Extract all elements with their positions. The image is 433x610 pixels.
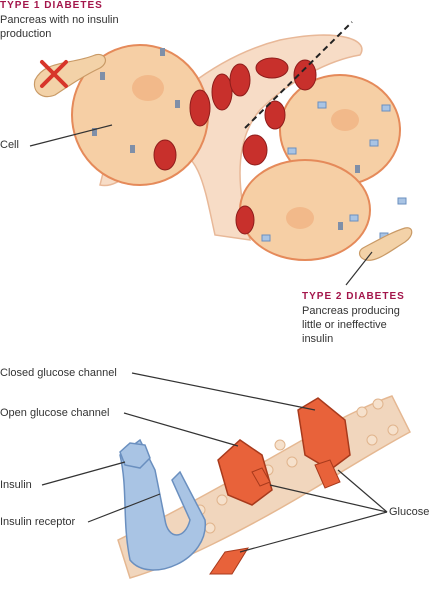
cell-left-nucleus xyxy=(132,75,164,101)
pancreas-type2 xyxy=(359,227,413,261)
closed-glucose-channel xyxy=(297,397,351,471)
glucose-molecule-1 xyxy=(314,459,341,489)
insulin-molecules xyxy=(261,101,407,242)
cell-label: Cell xyxy=(0,139,19,151)
type1-desc-line2: production xyxy=(0,28,52,40)
leader-lines xyxy=(29,124,388,553)
leader-cell xyxy=(29,124,113,147)
leader-open-channel xyxy=(123,412,239,447)
leader-glucose-3 xyxy=(239,511,388,553)
glucose-molecule-2 xyxy=(251,467,271,487)
open-glucose-channel xyxy=(217,439,273,506)
leader-glucose-2 xyxy=(269,484,388,513)
pancreas-type1 xyxy=(33,53,107,98)
glucose-molecule-3 xyxy=(209,547,250,575)
leader-glucose-1 xyxy=(337,469,388,513)
cell-right-nucleus-1 xyxy=(331,109,359,131)
type2-desc-line3: insulin xyxy=(302,333,334,345)
upper-illustration xyxy=(33,21,413,261)
insulin-receptor xyxy=(119,438,206,571)
label-insulin-receptor: Insulin receptor xyxy=(0,516,76,528)
type2-title: TYPE 2 DIABETES xyxy=(302,291,405,302)
type1-desc-line1: Pancreas with no insulin xyxy=(0,14,119,26)
leader-closed-channel xyxy=(131,372,316,411)
red-blood-cells xyxy=(153,57,317,235)
type2-desc-line2: little or ineffective xyxy=(302,319,387,331)
insulin-molecule xyxy=(119,442,151,469)
leader-type2 xyxy=(345,251,373,286)
label-closed-glucose-channel: Closed glucose channel xyxy=(0,367,117,379)
cell-right-nucleus-2 xyxy=(286,207,314,229)
divider-dashed-line xyxy=(244,21,353,129)
leader-insulin-receptor xyxy=(87,493,161,523)
lower-illustration xyxy=(117,395,411,579)
type1-title: TYPE 1 DIABETES xyxy=(0,0,103,11)
label-glucose: Glucose xyxy=(389,506,430,518)
cross-icon xyxy=(40,60,68,88)
label-insulin: Insulin xyxy=(0,479,32,491)
type2-desc-line1: Pancreas producing xyxy=(302,305,400,317)
leader-insulin xyxy=(41,461,126,486)
receptors-upper xyxy=(92,48,360,230)
label-open-glucose-channel: Open glucose channel xyxy=(0,407,110,419)
